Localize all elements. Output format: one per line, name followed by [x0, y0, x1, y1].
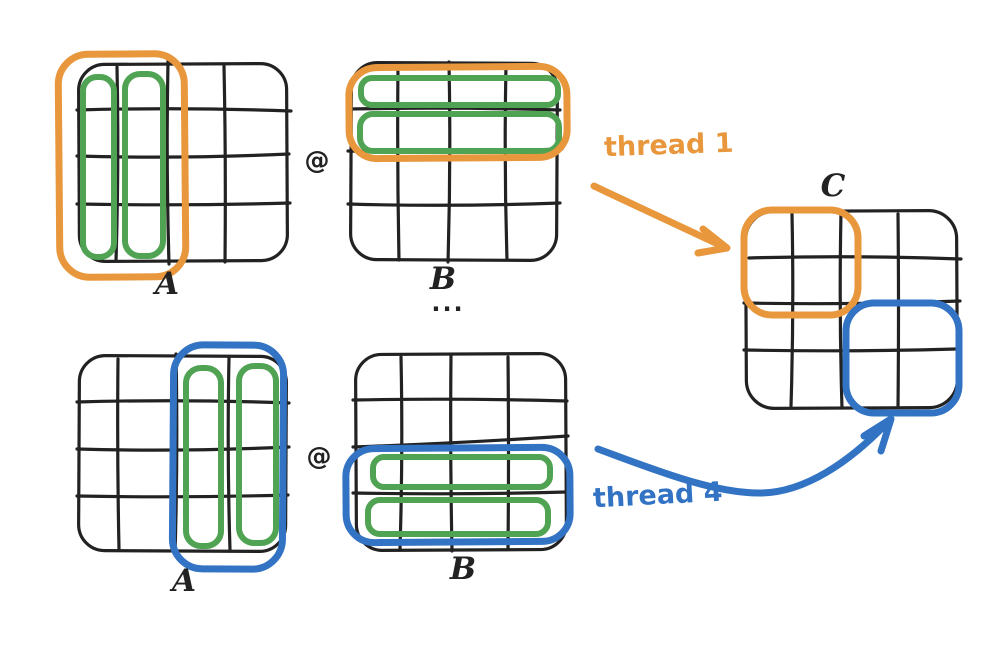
- thread-4-arrow: [594, 415, 895, 497]
- operator-at-bottom: @: [306, 441, 332, 471]
- matrix-a-bottom-blue-highlight: [168, 341, 288, 573]
- matrix-a-bottom-label: A: [171, 563, 197, 599]
- matrix-a-top-orange-highlight: [54, 50, 190, 281]
- matrix-b-bottom-green-row-4: [365, 497, 551, 537]
- matrix-b-bottom-grid: [351, 351, 570, 553]
- matrix-a-top-label: A: [154, 266, 180, 302]
- matrix-b-bottom-label: B: [449, 551, 477, 587]
- matrix-b-top-green-row-2: [357, 111, 562, 154]
- matrix-a-top-green-col-1: [80, 74, 117, 260]
- matrix-b-top-label: B: [429, 261, 457, 297]
- matrix-b-bottom-blue-highlight: [342, 443, 574, 547]
- matrix-c-orange-block: [740, 206, 862, 319]
- matrix-a-bottom-green-col-3: [183, 365, 224, 549]
- operator-at-top: @: [304, 145, 330, 175]
- thread-1-arrow: [590, 182, 731, 257]
- matrix-b-top-orange-highlight: [345, 62, 571, 163]
- thread-1-label: thread 1: [603, 127, 735, 164]
- matrix-c-blue-block: [842, 299, 963, 417]
- matrix-b-top-green-row-1: [358, 75, 561, 108]
- matrix-a-bottom-green-col-4: [236, 363, 279, 546]
- ellipsis: ...: [431, 289, 465, 317]
- matrix-c-label: C: [820, 168, 846, 204]
- matrix-b-bottom-green-row-3: [370, 454, 553, 490]
- matrix-a-top-green-col-2: [122, 71, 166, 259]
